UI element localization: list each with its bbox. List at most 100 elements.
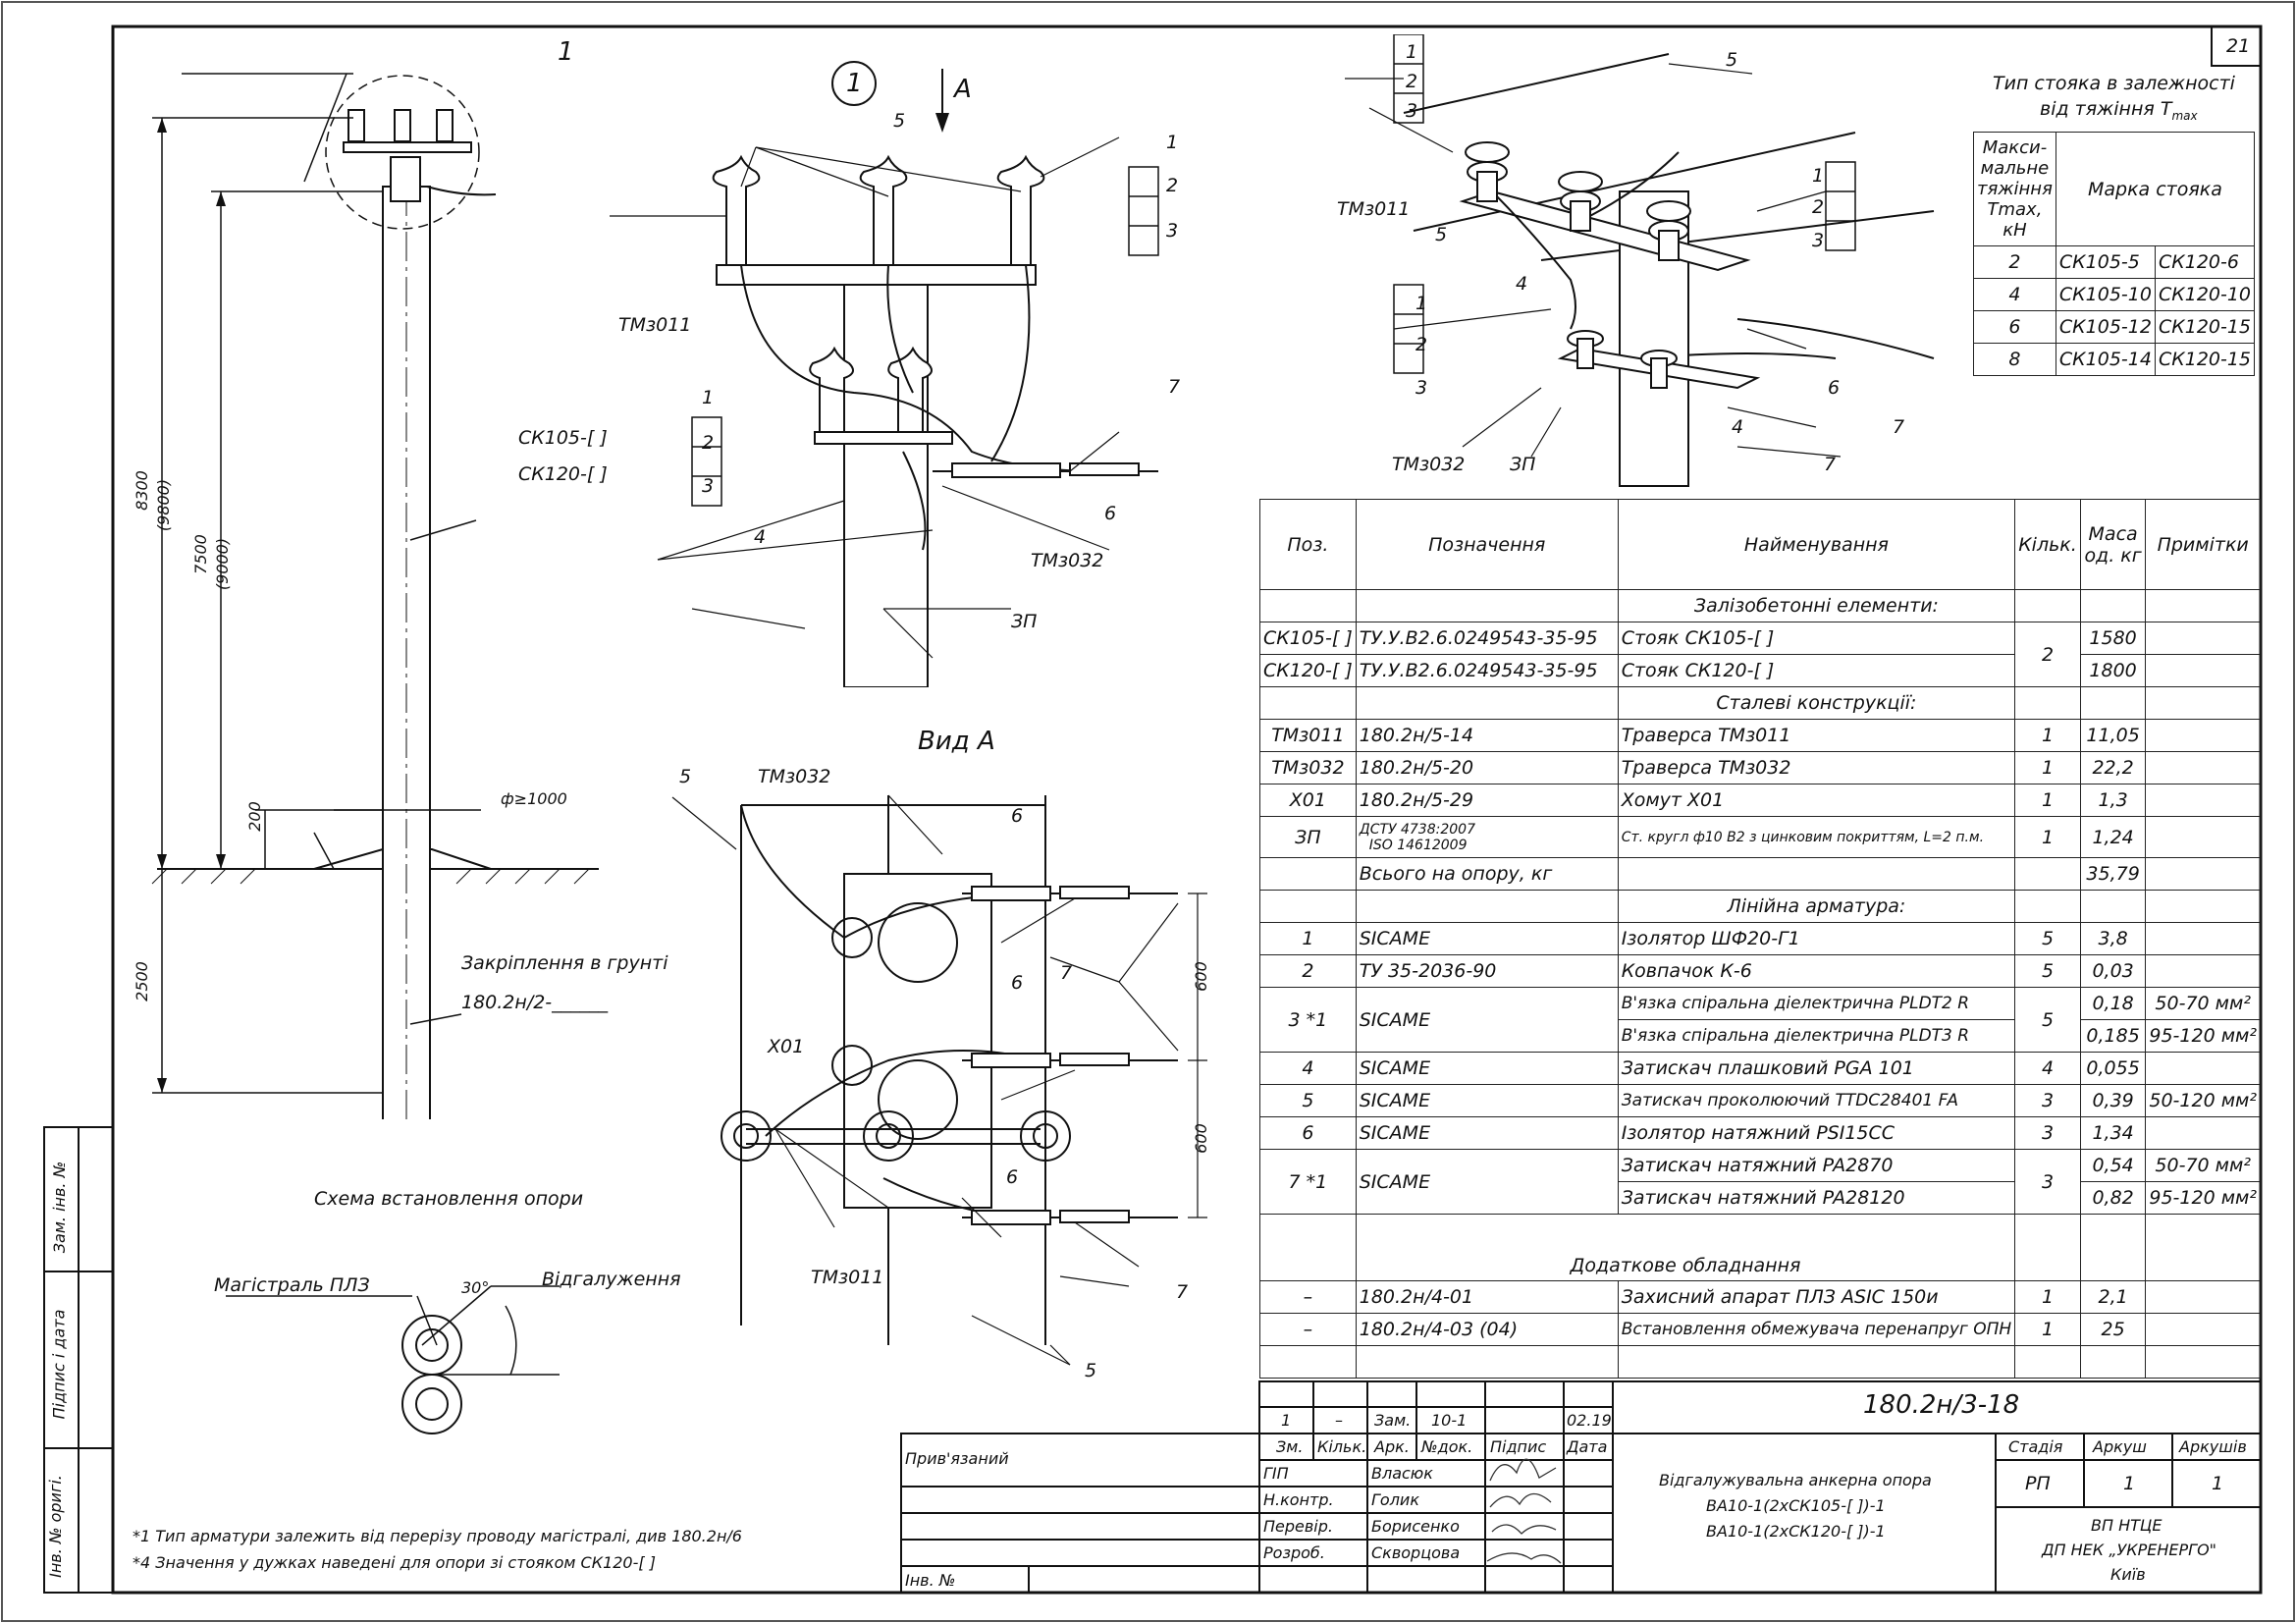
cd-3: 3: [1166, 220, 1179, 242]
isometric-view: [1345, 34, 1935, 487]
spec-pos: 5: [1259, 1084, 1357, 1117]
rev-h-qty: Кільк.: [1317, 1437, 1367, 1456]
cd-6: 6: [1104, 503, 1117, 524]
pole-type-col1-header: Макси- мальне тяжіння Тmax, кН: [1973, 132, 2056, 246]
spec-section-steel: Сталеві конструкції:: [1617, 686, 2016, 720]
spec-mass: 25: [2079, 1313, 2147, 1346]
iso-7b: 7: [1824, 454, 1837, 475]
rev-date: 02.19: [1567, 1411, 1612, 1430]
iso-4b: 4: [1732, 416, 1744, 438]
name-check: Борисенко: [1371, 1517, 1460, 1536]
va-6b: 6: [1011, 972, 1024, 994]
view-a: [671, 794, 1207, 1366]
spec-des: 180.2н/4-03 (04): [1355, 1313, 1619, 1346]
spec-name: Траверса ТМз011: [1617, 719, 2016, 752]
cd-7: 7: [1168, 376, 1181, 398]
sheet-number: 21: [2226, 35, 2251, 57]
rev-h-sign: Підпис: [1490, 1437, 1547, 1456]
iso-3b: 3: [1812, 230, 1825, 251]
pole-type-b: СК120-15: [2154, 343, 2256, 376]
binding-label: Прив'язаний: [905, 1449, 1009, 1468]
cd-tmz032: ТМз032: [1031, 550, 1104, 571]
iso-1c: 1: [1415, 293, 1428, 314]
spec-header-pos: Поз.: [1259, 499, 1357, 590]
spec-mass: 0,82: [2079, 1181, 2147, 1215]
spec-header-designation: Позначення: [1355, 499, 1619, 590]
spec-des: SICAME: [1355, 1052, 1619, 1085]
spec-des: ТУ.У.В2.6.0249543-35-95: [1355, 654, 1619, 687]
pole-type-t: 8: [1973, 343, 2056, 376]
spec-mass: 0,18: [2079, 987, 2147, 1020]
rev-count: –: [1335, 1411, 1343, 1430]
spec-name: Ст. кругл ф10 В2 з цинковим покриттям, L…: [1617, 816, 2016, 858]
anchor-label: Закріплення в грунті: [461, 952, 668, 974]
cd-1: 1: [1166, 132, 1179, 153]
pole-type-a: СК105-14: [2055, 343, 2156, 376]
pole-type-title-1: Тип стояка в залежності: [1993, 73, 2235, 94]
footnote-1: *1 Тип арматури залежить від перерізу пр…: [133, 1527, 742, 1545]
spec-mass: 0,54: [2079, 1149, 2147, 1182]
rev-h-zm: Зм.: [1276, 1437, 1304, 1456]
role-dev: Розроб.: [1263, 1543, 1325, 1562]
spec-des-zp: ДСТУ 4738:2007 ISO 14612009: [1355, 816, 1619, 858]
pole-type-col2-header: Марка стояка: [2055, 132, 2256, 246]
cd-2b: 2: [702, 432, 715, 454]
spec-note: 50-70 мм²: [2145, 987, 2261, 1020]
spec-qty: 3: [2014, 1084, 2081, 1117]
spec-section-concrete: Залізобетонні елементи:: [1617, 589, 2016, 622]
spec-section-fittings: Лінійна арматура:: [1617, 890, 2016, 923]
iso-3: 3: [1406, 100, 1418, 122]
scheme-title: Схема встановлення опори: [314, 1188, 584, 1210]
pole-label-sk120: СК120-[ ]: [518, 463, 608, 485]
spec-header-note: Примітки: [2145, 499, 2261, 590]
rev-change: 1: [1281, 1411, 1292, 1430]
va-6a: 6: [1011, 805, 1024, 827]
sheets-header: Аркушів: [2179, 1437, 2247, 1456]
spec-section-extra: Додаткове обладнання: [1355, 1214, 2016, 1281]
iso-3c: 3: [1415, 377, 1428, 399]
va-5b: 5: [1085, 1360, 1097, 1381]
va-tmz011: ТМз011: [811, 1267, 884, 1288]
spec-qty: 3: [2014, 1149, 2081, 1215]
installation-scheme: [226, 1285, 560, 1434]
rev-sheet: Зам.: [1374, 1411, 1412, 1430]
va-6c: 6: [1006, 1166, 1019, 1188]
va-5: 5: [679, 766, 692, 787]
pole-type-title-2-text: від тяжіння Т: [2040, 98, 2172, 120]
iso-7a: 7: [1893, 416, 1905, 438]
detail-circle-1: 1: [846, 69, 863, 98]
spec-mass: 0,185: [2079, 1019, 2147, 1053]
spec-note: 95-120 мм²: [2145, 1019, 2261, 1053]
pole-type-h2: мальне: [1980, 158, 2050, 179]
spec-qty: 5: [2014, 987, 2081, 1053]
spec-pos: СК105-[ ]: [1259, 622, 1357, 655]
spec-qty: 1: [2014, 1313, 2081, 1346]
spec-pos: 1: [1259, 922, 1357, 955]
spec-name: Ізолятор натяжний PSI15CC: [1617, 1116, 2016, 1150]
spec-name: Затискач плашковий PGA 101: [1617, 1052, 2016, 1085]
iso-5a: 5: [1726, 49, 1738, 71]
spec-name: Затискач натяжний PA2870: [1617, 1149, 2016, 1182]
desc-3: ВА10-1(2хСК120-[ ])-1: [1706, 1522, 1886, 1541]
iso-1: 1: [1406, 41, 1418, 63]
cd-tmz011: ТМз011: [618, 314, 692, 336]
pole-type-h1: Макси-: [1982, 137, 2048, 158]
spec-pos: 2: [1259, 954, 1357, 988]
spec-mass: 22,2: [2079, 751, 2147, 784]
iso-2b: 2: [1812, 196, 1825, 218]
spec-name: Стояк СК105-[ ]: [1617, 622, 2016, 655]
rev-h-sheet: Арк.: [1374, 1437, 1410, 1456]
spec-name: Стояк СК120-[ ]: [1617, 654, 2016, 687]
name-dev: Скворцова: [1371, 1543, 1461, 1562]
pole-type-title-sub: max: [2171, 108, 2198, 123]
cd-3b: 3: [702, 475, 715, 497]
sheet-value: 1: [2123, 1473, 2136, 1494]
iso-6: 6: [1828, 377, 1841, 399]
role-gip: ГІП: [1263, 1464, 1289, 1483]
va-tmz032: ТМз032: [758, 766, 831, 787]
pole-type-title-2: від тяжіння Тmax: [2040, 98, 2198, 123]
spec-des: 180.2н/5-29: [1355, 784, 1619, 817]
role-check: Перевір.: [1263, 1517, 1333, 1536]
callout-1: 1: [558, 37, 574, 67]
spec-des: ТУ 35-2036-90: [1355, 954, 1619, 988]
